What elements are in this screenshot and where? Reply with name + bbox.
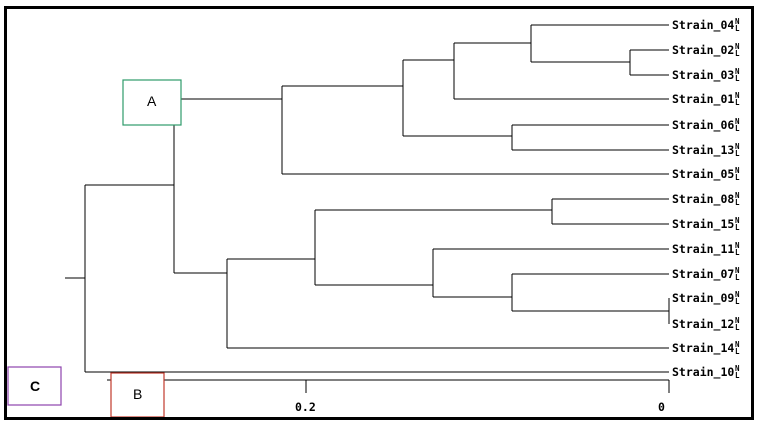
leaf-name: Strain_13 [672,143,734,158]
leaf-sub: L [735,74,740,83]
leaf-sub: L [735,173,740,182]
leaf-sub: L [735,49,740,58]
marker-box-b[interactable]: B [110,372,165,417]
leaf-name: Strain_10 [672,365,734,380]
marker-label-b: B [133,386,142,402]
leaf-sub: L [735,347,740,356]
leaf-name: Strain_02 [672,43,734,58]
leaf-sub: L [735,323,740,332]
leaf-sup: N [735,316,740,325]
leaf-name: Strain_03 [672,68,734,83]
leaf-name: Strain_12 [672,317,734,332]
leaf-sup: N [735,340,740,349]
leaf-sup: N [735,241,740,250]
leaf-sup: N [735,142,740,151]
scale-axis: 0.2 0 [107,379,670,414]
leaf-sub: L [735,223,740,232]
tree-branches [65,24,670,373]
leaf-sub: L [735,198,740,207]
leaf-name: Strain_06 [672,118,734,133]
marker-box-c[interactable]: C [7,366,62,406]
leaf-sup: N [735,166,740,175]
leaf-sub: L [735,273,740,282]
leaf-sup: N [735,91,740,100]
leaf-name: Strain_15 [672,217,734,232]
leaf-sup: N [735,290,740,299]
leaf-name: Strain_14 [672,341,734,356]
leaf-sub: L [735,297,740,306]
leaf-sub: L [735,371,740,380]
scale-tick-label-left: 0.2 [295,400,316,414]
leaf-sub: L [735,248,740,257]
leaf-name: Strain_07 [672,267,734,282]
leaf-name: Strain_09 [672,291,734,306]
marker-label-a: A [147,93,157,109]
leaf-sub: L [735,24,740,33]
leaf-name: Strain_01 [672,92,734,107]
leaf-sub: L [735,124,740,133]
marker-label-c: C [30,378,40,394]
marker-boxes: A B C [7,79,182,417]
leaf-name: Strain_05 [672,167,734,182]
leaf-sup: N [735,67,740,76]
leaf-sup: N [735,216,740,225]
leaf-name: Strain_04 [672,18,734,33]
leaf-sup: N [735,266,740,275]
leaf-sup: N [735,364,740,373]
leaf-sup: N [735,117,740,126]
leaf-name: Strain_08 [672,192,734,207]
leaf-sup: N [735,17,740,26]
leaf-sup: N [735,42,740,51]
leaf-name: Strain_11 [672,242,734,257]
marker-box-a[interactable]: A [122,79,182,126]
leaf-sub: L [735,98,740,107]
leaf-sub: L [735,149,740,158]
scale-tick-label-right: 0 [658,400,665,414]
leaf-sup: N [735,191,740,200]
